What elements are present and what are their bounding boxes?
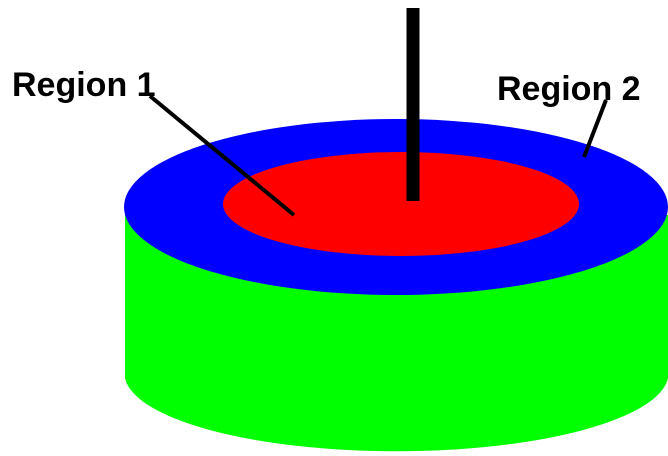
region-1-leader-line <box>148 94 296 217</box>
region-2-leader-line <box>582 99 608 158</box>
region-2-label: Region 2 <box>497 70 641 108</box>
region-1-label: Region 1 <box>12 66 156 104</box>
inner-region-1 <box>223 152 579 256</box>
